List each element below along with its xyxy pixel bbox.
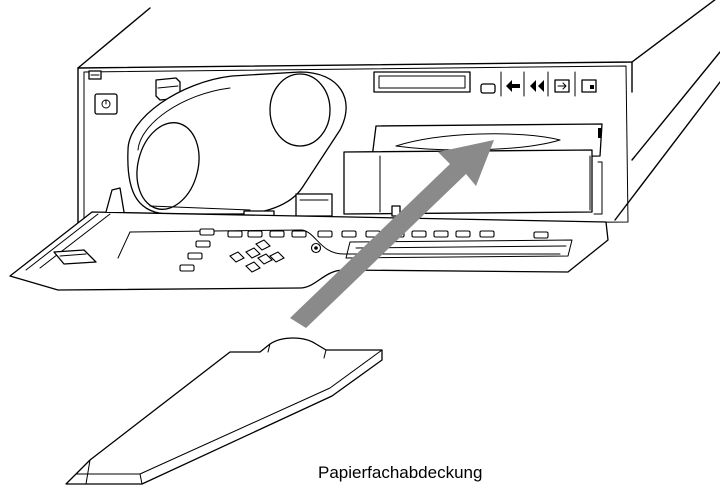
print-icon bbox=[506, 80, 520, 92]
lcd-display bbox=[373, 71, 471, 93]
keypad bbox=[179, 228, 549, 273]
paper-tray-cover bbox=[65, 337, 383, 485]
print-button[interactable] bbox=[506, 80, 520, 92]
menu-icon bbox=[581, 79, 597, 93]
copy-icon bbox=[530, 80, 544, 92]
paper-tray bbox=[343, 123, 603, 217]
control-buttons bbox=[480, 71, 597, 97]
direction-pad[interactable] bbox=[229, 239, 285, 273]
indicator-lamp bbox=[88, 70, 102, 80]
keypad-keys[interactable] bbox=[179, 228, 549, 272]
paper-feed-button[interactable] bbox=[480, 83, 496, 94]
insertion-arrow bbox=[290, 140, 494, 328]
menu-button[interactable] bbox=[581, 79, 597, 93]
ink-ribbon-cassette bbox=[127, 71, 347, 217]
power-button[interactable] bbox=[94, 93, 118, 115]
paper-tray-cover-label: Papierfachabdeckung bbox=[318, 463, 483, 482]
power-icon bbox=[101, 99, 111, 109]
printer-body bbox=[77, 0, 720, 241]
select-button[interactable] bbox=[310, 242, 322, 254]
exit-button[interactable] bbox=[554, 79, 570, 93]
copy-button[interactable] bbox=[530, 80, 544, 92]
